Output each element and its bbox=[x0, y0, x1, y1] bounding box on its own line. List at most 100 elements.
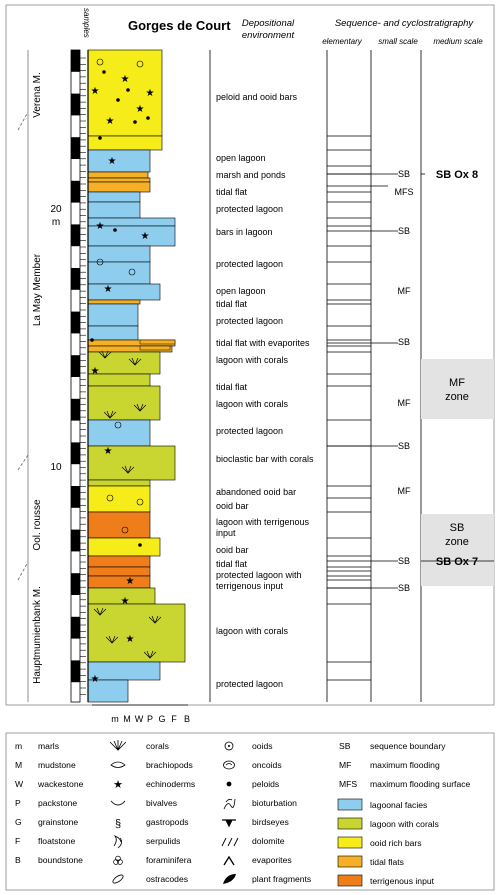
echinoderm-mark: ★ bbox=[126, 576, 135, 587]
peloid-mark bbox=[98, 136, 102, 140]
samples-label: samples bbox=[82, 8, 91, 38]
meter-segment bbox=[71, 660, 80, 683]
env-label: lagoon with corals bbox=[216, 355, 289, 365]
bed bbox=[87, 49, 163, 137]
legend-text: echinoderms bbox=[146, 779, 195, 789]
env-label: protected lagoon bbox=[216, 679, 283, 689]
meter-segment bbox=[71, 486, 80, 508]
echinoderm-mark: ★ bbox=[141, 231, 150, 242]
meter-segment bbox=[71, 311, 80, 334]
bed bbox=[87, 177, 151, 183]
scale-20: 20 bbox=[50, 204, 62, 215]
legend-text: bivalves bbox=[146, 798, 177, 808]
echinoderm-mark: ★ bbox=[96, 221, 105, 232]
bed bbox=[87, 245, 151, 263]
bed bbox=[87, 479, 151, 487]
env-label: tidal flat with evaporites bbox=[216, 338, 310, 348]
axis-W: W bbox=[135, 714, 144, 724]
peloid-mark bbox=[133, 120, 137, 124]
meter-segment bbox=[71, 224, 80, 247]
coral-mark bbox=[121, 465, 135, 474]
peloid-mark bbox=[102, 70, 106, 74]
peloid-mark bbox=[113, 228, 117, 232]
legend-abbr: SB bbox=[339, 741, 351, 751]
meter-segment bbox=[71, 137, 80, 159]
peloid-mark bbox=[126, 88, 130, 92]
legend-text: sequence boundary bbox=[370, 741, 446, 751]
legend-text: plant fragments bbox=[252, 874, 311, 884]
env-label: open lagoon bbox=[216, 153, 266, 163]
bed bbox=[87, 149, 151, 173]
ooid-mark bbox=[121, 526, 129, 534]
legend-text: floatstone bbox=[38, 836, 75, 846]
legend-text: bioturbation bbox=[252, 798, 297, 808]
member-column: Verena M. La May Member Ool. rousse Haup… bbox=[17, 50, 43, 702]
mf-zone-box bbox=[421, 359, 494, 419]
small-label: MFS bbox=[395, 187, 414, 197]
env-label: peloid and ooid bars bbox=[216, 92, 298, 102]
echinoderm-mark: ★ bbox=[91, 366, 100, 377]
env-label: abandoned ooid bar bbox=[216, 487, 296, 497]
meter-segment bbox=[71, 616, 80, 639]
meter-segment bbox=[71, 573, 80, 595]
legend-text: ooid rich bars bbox=[370, 838, 422, 848]
legend-text: packstone bbox=[38, 798, 77, 808]
env-header-1: Depositional bbox=[242, 18, 295, 29]
coral-icon bbox=[109, 740, 127, 751]
echinoderm-mark: ★ bbox=[146, 88, 155, 99]
legend-sequence: SB sequence boundary MF maximum flooding… bbox=[339, 741, 471, 789]
bed bbox=[139, 345, 171, 351]
legend-abbr: M bbox=[15, 760, 22, 770]
env-label: protected lagoon with bbox=[216, 570, 302, 580]
legend-textures: m marls M mudstone W wackestone P packst… bbox=[15, 741, 84, 865]
env-label: tidal flat bbox=[216, 299, 248, 309]
facies-swatch bbox=[337, 855, 363, 868]
bed bbox=[87, 445, 176, 481]
legend-text: lagoonal facies bbox=[370, 800, 427, 810]
coral-mark bbox=[98, 350, 112, 359]
legend: m marls M mudstone W wackestone P packst… bbox=[15, 740, 471, 887]
medium-label: SB Ox 7 bbox=[436, 556, 478, 568]
meter-segment bbox=[71, 268, 80, 290]
ooid-mark bbox=[136, 498, 144, 506]
ooid-icon bbox=[224, 741, 234, 751]
env-label: lagoon with terrigenous bbox=[216, 517, 310, 527]
env-label: protected lagoon bbox=[216, 426, 283, 436]
strat-header: Sequence- and cyclostratigraphy bbox=[335, 18, 475, 29]
legend-text: maximum flooding surface bbox=[370, 779, 471, 789]
serpulid-icon bbox=[113, 835, 122, 849]
echinoderm-mark: ★ bbox=[108, 156, 117, 167]
legend-text: maximum flooding bbox=[370, 760, 440, 770]
echinoderm-mark: ★ bbox=[136, 104, 145, 115]
env-label: tidal flat bbox=[216, 559, 248, 569]
figure-title: Gorges de Court bbox=[128, 18, 231, 33]
brachiopod-icon bbox=[110, 761, 126, 768]
coral-mark bbox=[103, 410, 117, 419]
legend-text: marls bbox=[38, 741, 59, 751]
ooid-mark bbox=[96, 58, 104, 66]
bed bbox=[87, 511, 151, 539]
env-label: ooid bar bbox=[216, 545, 249, 555]
ooid-mark bbox=[96, 258, 104, 266]
meter-segment bbox=[71, 355, 80, 377]
medium-label: SB bbox=[450, 522, 465, 534]
bed bbox=[87, 201, 141, 219]
env-label: protected lagoon bbox=[216, 204, 283, 214]
meter-segment bbox=[71, 93, 80, 116]
bed bbox=[87, 575, 151, 589]
legend-facies: lagoonal facies lagoon with corals ooid … bbox=[337, 798, 439, 887]
legend-text: foraminifera bbox=[146, 855, 192, 865]
ooid-mark bbox=[114, 421, 122, 429]
col-small: small scale bbox=[378, 37, 418, 46]
legend-text: brachiopods bbox=[146, 760, 193, 770]
env-label: protected lagoon bbox=[216, 259, 283, 269]
depth-scale: 20 m 10 bbox=[50, 204, 62, 473]
facies-swatch bbox=[337, 817, 363, 830]
bed bbox=[139, 339, 176, 345]
small-label: SB bbox=[398, 441, 410, 451]
texture-axis: m M W P G F B bbox=[92, 704, 190, 724]
legend-text: boundstone bbox=[38, 855, 83, 865]
axis-F: F bbox=[171, 714, 177, 724]
medium-label: zone bbox=[445, 391, 469, 403]
small-scale-boundaries bbox=[327, 173, 398, 589]
